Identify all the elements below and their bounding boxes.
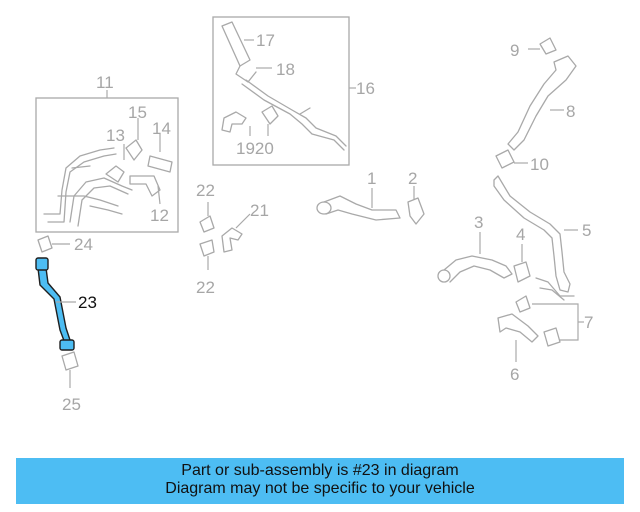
callout-5: 5: [582, 221, 591, 240]
callout-6: 6: [510, 365, 519, 384]
callout-18: 18: [276, 60, 295, 79]
part-group-right: 9 8 10 5 3 4 7 6: [437, 37, 593, 384]
callout-1: 1: [367, 169, 376, 188]
callout-16: 16: [356, 79, 375, 98]
callout-1920: 1920: [236, 139, 274, 158]
callout-4: 4: [516, 225, 525, 244]
callout-8: 8: [566, 102, 575, 121]
info-banner: Part or sub-assembly is #23 in diagram D…: [16, 458, 624, 504]
callout-14: 14: [152, 119, 171, 138]
callout-21: 21: [250, 201, 269, 220]
banner-line-2: Diagram may not be specific to your vehi…: [165, 480, 475, 497]
banner-line-1: Part or sub-assembly is #23 in diagram: [181, 462, 459, 479]
callout-22-top: 22: [196, 181, 215, 200]
callout-12: 12: [150, 206, 169, 225]
callout-17: 17: [256, 31, 275, 50]
part-group-1-2: 1 2: [316, 169, 425, 225]
parts-diagram: 11 13 15 14 12 16: [35, 16, 593, 414]
callout-15: 15: [128, 103, 147, 122]
callout-23: 23: [78, 293, 97, 312]
callout-10: 10: [530, 155, 549, 174]
part-group-21-22: 22 21 22: [196, 181, 269, 297]
callout-2: 2: [408, 169, 417, 188]
callout-3: 3: [474, 213, 483, 232]
callout-13: 13: [106, 126, 125, 145]
part-23-pipe-fill[interactable]: [38, 268, 72, 346]
part-group-11: 11 13 15 14 12: [35, 73, 179, 233]
callout-24: 24: [74, 235, 93, 254]
part-group-16: 16 17 18 1920: [212, 16, 375, 166]
callout-22-bottom: 22: [196, 278, 215, 297]
callout-25: 25: [62, 395, 81, 414]
callout-7: 7: [584, 313, 593, 332]
callout-9: 9: [510, 41, 519, 60]
callout-11: 11: [96, 73, 114, 92]
part-group-23: 24 23 25: [35, 235, 97, 414]
